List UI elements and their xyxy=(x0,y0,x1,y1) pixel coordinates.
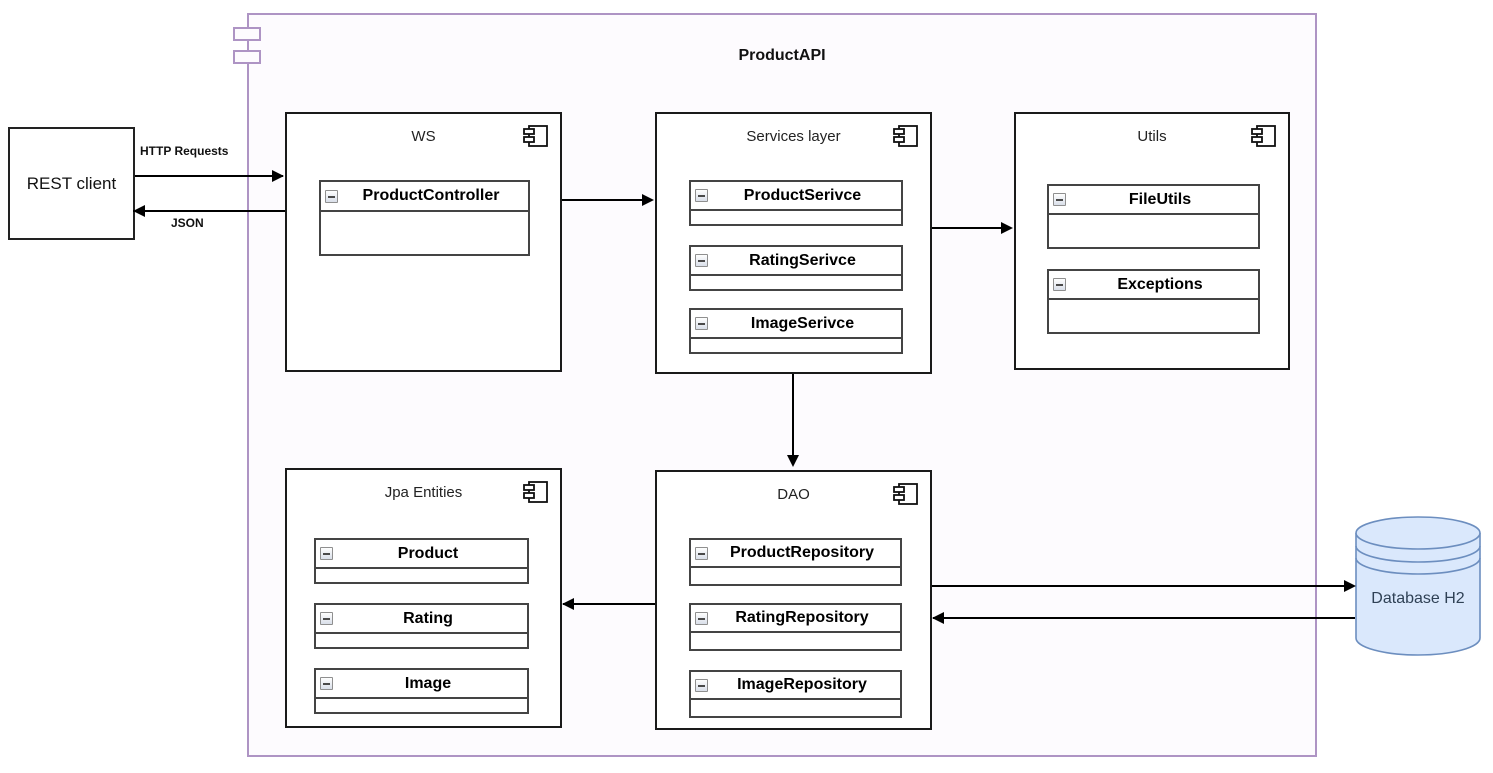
class-productserivce[interactable]: ProductSerivce xyxy=(689,180,903,226)
edge-database-to-dao[interactable] xyxy=(933,617,1355,619)
class-exceptions[interactable]: Exceptions xyxy=(1047,269,1260,334)
class-imageserivce[interactable]: ImageSerivce xyxy=(689,308,903,354)
database-cylinder-icon xyxy=(1355,516,1481,656)
component-ws-title: WS xyxy=(411,128,436,145)
arrowhead-icon xyxy=(787,455,799,467)
collapse-icon[interactable] xyxy=(695,189,708,202)
edge-http-requests[interactable] xyxy=(135,175,283,177)
component-icon xyxy=(523,125,548,147)
edge-label-http-requests: HTTP Requests xyxy=(140,144,229,158)
edge-label-json: JSON xyxy=(171,216,204,230)
arrowhead-icon xyxy=(642,194,654,206)
class-ratingserivce[interactable]: RatingSerivce xyxy=(689,245,903,291)
class-image[interactable]: Image xyxy=(314,668,529,714)
class-productcontroller[interactable]: ProductController xyxy=(319,180,530,256)
arrowhead-icon xyxy=(1344,580,1356,592)
component-dao[interactable]: DAO ProductRepository RatingRepository I… xyxy=(655,470,932,730)
class-fileutils[interactable]: FileUtils xyxy=(1047,184,1260,249)
collapse-icon[interactable] xyxy=(695,678,708,692)
class-body xyxy=(691,276,901,289)
arrowhead-icon xyxy=(562,598,574,610)
class-body xyxy=(1049,300,1258,332)
collapse-icon[interactable] xyxy=(1053,193,1066,206)
class-productrepository[interactable]: ProductRepository xyxy=(689,538,902,586)
class-body xyxy=(316,569,527,582)
collapse-icon[interactable] xyxy=(695,546,708,560)
collapse-icon[interactable] xyxy=(320,677,333,690)
collapse-icon[interactable] xyxy=(325,189,338,203)
class-body xyxy=(321,212,528,254)
component-icon xyxy=(893,125,918,147)
class-body xyxy=(316,634,527,647)
edge-json[interactable] xyxy=(133,210,285,212)
class-rating[interactable]: Rating xyxy=(314,603,529,649)
edge-ws-to-services[interactable] xyxy=(562,199,646,201)
collapse-icon[interactable] xyxy=(695,611,708,625)
collapse-icon[interactable] xyxy=(320,612,333,625)
class-body xyxy=(1049,215,1258,247)
class-body xyxy=(691,568,900,584)
arrowhead-icon xyxy=(272,170,284,182)
collapse-icon[interactable] xyxy=(695,317,708,330)
class-body xyxy=(691,633,900,649)
class-name: ImageRepository xyxy=(737,676,867,693)
class-name: Exceptions xyxy=(1117,275,1203,293)
edge-dao-to-database[interactable] xyxy=(932,585,1346,587)
edge-services-to-utils[interactable] xyxy=(932,227,1004,229)
class-body xyxy=(691,700,900,716)
component-icon xyxy=(523,481,548,503)
component-services-layer[interactable]: Services layer ProductSerivce RatingSeri… xyxy=(655,112,932,374)
class-imagerepository[interactable]: ImageRepository xyxy=(689,670,902,718)
class-name: RatingSerivce xyxy=(749,251,856,269)
class-name: ProductSerivce xyxy=(743,186,862,204)
component-utils[interactable]: Utils FileUtils Exceptions xyxy=(1014,112,1290,370)
database-label: Database H2 xyxy=(1371,590,1465,607)
component-icon xyxy=(1251,125,1276,147)
class-name: ProductRepository xyxy=(729,544,874,561)
rest-client-node[interactable]: REST client xyxy=(8,127,135,240)
class-body xyxy=(691,211,901,224)
database-h2-node[interactable]: Database H2 xyxy=(1355,516,1481,657)
collapse-icon[interactable] xyxy=(320,547,333,560)
arrowhead-icon xyxy=(1001,222,1013,234)
component-services-title: Services layer xyxy=(746,128,841,145)
frame-component-tab-icon xyxy=(233,27,261,41)
collapse-icon[interactable] xyxy=(1053,278,1066,291)
arrowhead-icon xyxy=(932,612,944,624)
rest-client-label: REST client xyxy=(26,173,117,193)
class-name: Product xyxy=(397,544,459,562)
component-jpa-entities[interactable]: Jpa Entities Product Rating Image xyxy=(285,468,562,728)
class-body xyxy=(691,339,901,352)
edge-dao-to-jpa[interactable] xyxy=(563,603,655,605)
frame-title: ProductAPI xyxy=(738,47,826,64)
class-ratingrepository[interactable]: RatingRepository xyxy=(689,603,902,651)
class-name: FileUtils xyxy=(1128,190,1192,208)
component-utils-title: Utils xyxy=(1137,128,1167,145)
component-icon xyxy=(893,483,918,505)
class-name: Rating xyxy=(403,609,453,627)
edge-services-to-dao[interactable] xyxy=(792,374,794,458)
class-name: ProductController xyxy=(362,187,500,204)
arrowhead-icon xyxy=(133,205,145,217)
class-product[interactable]: Product xyxy=(314,538,529,584)
class-name: ImageSerivce xyxy=(750,314,855,332)
collapse-icon[interactable] xyxy=(695,254,708,267)
frame-component-tab-icon xyxy=(233,50,261,64)
component-ws[interactable]: WS ProductController xyxy=(285,112,562,372)
component-jpa-title: Jpa Entities xyxy=(384,484,463,501)
component-dao-title: DAO xyxy=(777,486,810,503)
class-name: Image xyxy=(404,674,452,692)
class-body xyxy=(316,699,527,712)
class-name: RatingRepository xyxy=(735,609,869,626)
